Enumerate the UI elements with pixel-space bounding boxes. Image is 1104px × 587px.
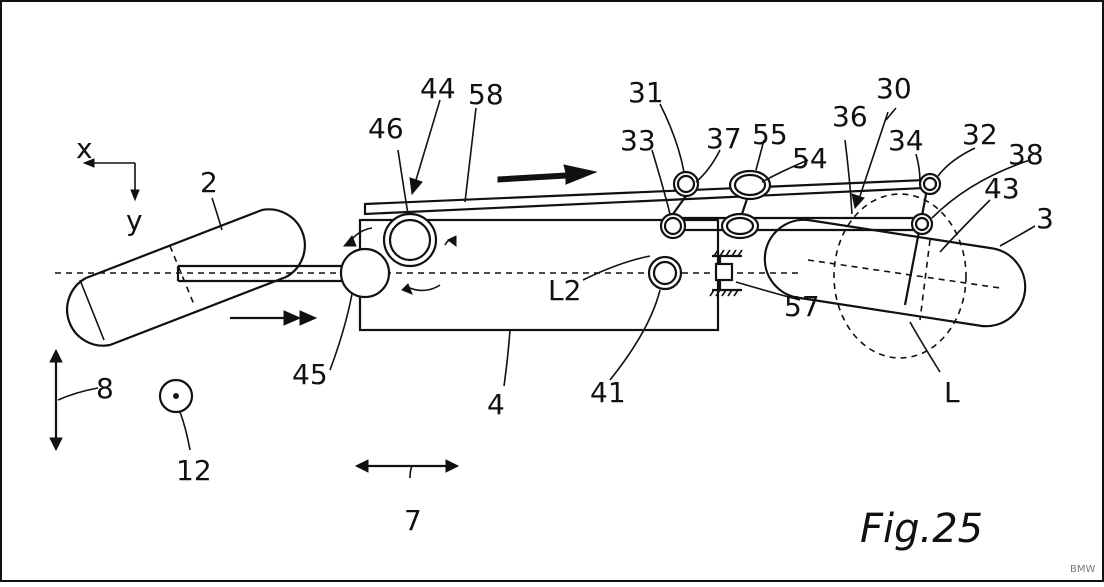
label-4: 4 xyxy=(487,388,505,421)
joint-54 xyxy=(720,212,760,240)
joint-33 xyxy=(659,212,687,240)
bar-36 xyxy=(672,216,928,232)
label-58: 58 xyxy=(468,78,504,111)
label-32: 32 xyxy=(962,118,998,151)
label-54: 54 xyxy=(792,142,828,175)
label-41: 41 xyxy=(590,376,626,409)
label-38: 38 xyxy=(1008,138,1044,171)
guide-57 xyxy=(709,249,743,297)
roller-46-inner xyxy=(388,218,432,262)
roller-45 xyxy=(339,247,391,299)
label-L: L xyxy=(944,376,960,409)
slanted-bar-58 xyxy=(363,178,927,216)
rotation-envelope xyxy=(833,193,967,359)
motion-8-arrow xyxy=(49,348,63,452)
label-12: 12 xyxy=(176,454,212,487)
left-rod xyxy=(176,264,355,283)
label-31: 31 xyxy=(628,76,664,109)
coordinate-axes: x y xyxy=(76,132,143,237)
label-8: 8 xyxy=(96,372,114,405)
link-34 xyxy=(903,183,930,306)
label-55: 55 xyxy=(752,118,788,151)
axis-y-label: y xyxy=(126,204,143,237)
motion-arrow-right xyxy=(497,164,598,185)
label-36: 36 xyxy=(832,100,868,133)
leader-lines xyxy=(57,103,1036,479)
label-45: 45 xyxy=(292,358,328,391)
label-57: 57 xyxy=(784,290,820,323)
right-capsule xyxy=(763,218,1027,328)
label-46: 46 xyxy=(368,112,404,145)
feed-arrow xyxy=(230,310,318,326)
label-7: 7 xyxy=(404,504,422,537)
joint-41 xyxy=(647,255,683,291)
label-30: 30 xyxy=(876,72,912,105)
link-55-54 xyxy=(740,198,749,215)
label-33: 33 xyxy=(620,124,656,157)
left-capsule xyxy=(66,208,306,347)
watermark: BMW xyxy=(1070,564,1095,575)
joint-55 xyxy=(728,169,772,201)
arrow-30 xyxy=(851,111,889,210)
label-34: 34 xyxy=(888,124,924,157)
motion-7-arrow xyxy=(354,459,460,473)
label-44: 44 xyxy=(420,72,456,105)
rotation-arrows xyxy=(342,227,457,295)
axis-x-label: x xyxy=(76,132,93,165)
label-2: 2 xyxy=(200,166,218,199)
label-3: 3 xyxy=(1036,202,1054,235)
label-37: 37 xyxy=(706,122,742,155)
label-L2: L2 xyxy=(548,274,581,307)
joint-32 xyxy=(918,172,942,196)
joint-38 xyxy=(910,212,934,236)
arrow-44 xyxy=(409,99,441,196)
link-37 xyxy=(672,195,687,215)
label-43: 43 xyxy=(984,172,1020,205)
figure-caption: Fig.25 xyxy=(860,506,983,552)
item-12 xyxy=(158,378,194,414)
joint-31 xyxy=(672,170,700,198)
